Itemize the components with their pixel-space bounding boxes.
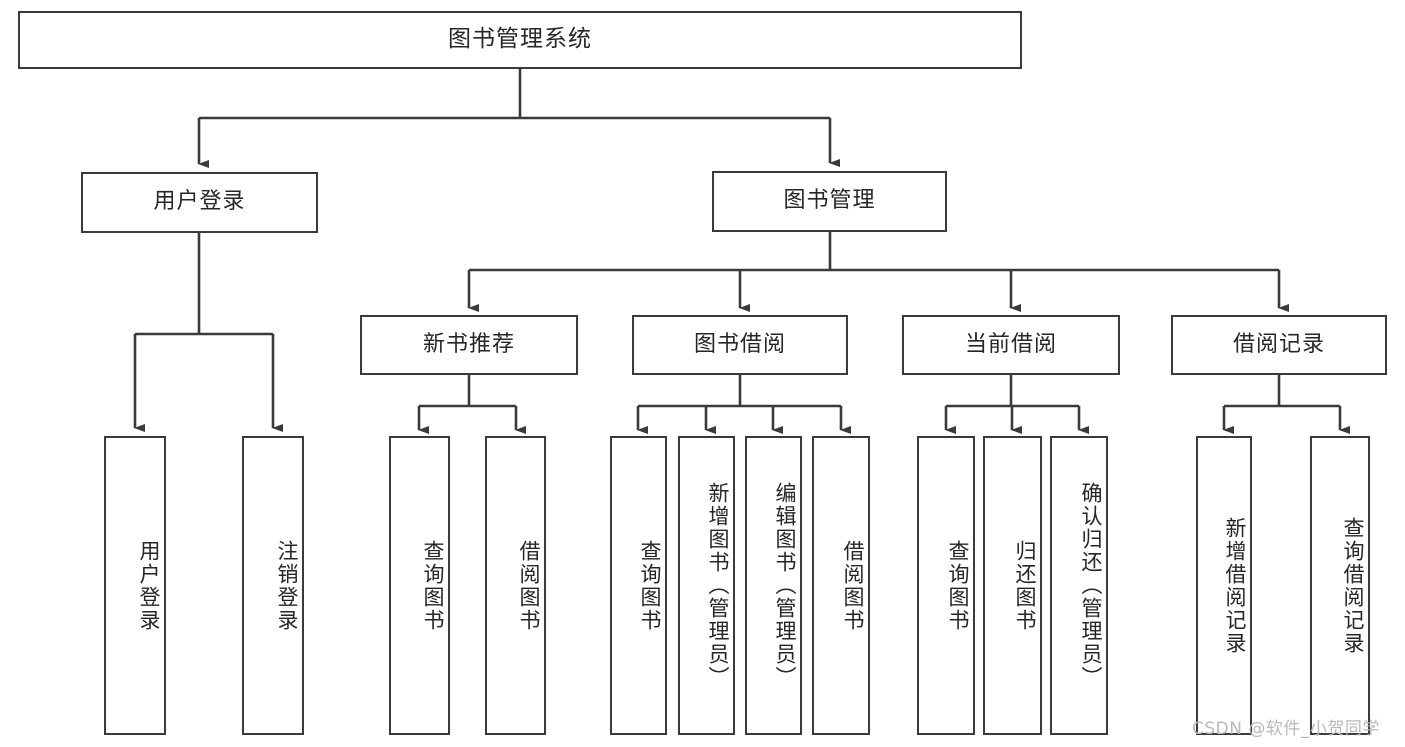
node-leaf-edit-book[interactable]: 编辑图书（管理员） [745, 436, 802, 735]
node-leaf-user-login-label: 用户登录 [137, 539, 161, 632]
node-leaf-add-record[interactable]: 新增借阅记录 [1196, 436, 1252, 735]
node-user-login[interactable]: 用户登录 [81, 172, 318, 233]
node-leaf-borrow-book-1-label: 借阅图书 [517, 539, 541, 632]
node-leaf-query-record-label: 查询借阅记录 [1341, 516, 1365, 655]
node-leaf-user-logout[interactable]: 注销登录 [242, 436, 304, 735]
node-leaf-borrow-book-1[interactable]: 借阅图书 [485, 436, 546, 735]
node-root-label: 图书管理系统 [448, 26, 592, 53]
node-leaf-add-record-label: 新增借阅记录 [1223, 516, 1247, 655]
node-leaf-query-book-2[interactable]: 查询图书 [610, 436, 667, 735]
node-leaf-borrow-book-2[interactable]: 借阅图书 [812, 436, 870, 735]
node-book-manage-label: 图书管理 [783, 188, 876, 214]
node-current-borrow-label: 当前借阅 [964, 331, 1057, 357]
node-leaf-return-book-label: 归还图书 [1013, 539, 1037, 632]
node-leaf-user-logout-label: 注销登录 [275, 539, 299, 632]
node-root[interactable]: 图书管理系统 [18, 11, 1022, 69]
node-leaf-confirm-return[interactable]: 确认归还（管理员） [1050, 436, 1108, 735]
node-book-borrow-label: 图书借阅 [693, 331, 786, 357]
node-leaf-query-book-1[interactable]: 查询图书 [389, 436, 450, 735]
node-leaf-query-record[interactable]: 查询借阅记录 [1310, 436, 1370, 735]
node-leaf-return-book[interactable]: 归还图书 [983, 436, 1042, 735]
node-leaf-borrow-book-2-label: 借阅图书 [841, 539, 865, 632]
node-current-borrow[interactable]: 当前借阅 [902, 315, 1120, 375]
node-user-login-label: 用户登录 [153, 189, 246, 215]
csdn-watermark: CSDN @软件_小贺同学 [1192, 719, 1380, 739]
node-leaf-edit-book-label: 编辑图书（管理员） [773, 482, 797, 689]
node-leaf-add-book-label: 新增图书（管理员） [706, 482, 730, 689]
node-leaf-user-login[interactable]: 用户登录 [104, 436, 166, 735]
node-borrow-record[interactable]: 借阅记录 [1171, 315, 1387, 375]
node-leaf-query-book-2-label: 查询图书 [638, 539, 662, 632]
node-new-book-rec[interactable]: 新书推荐 [360, 315, 578, 375]
node-leaf-confirm-return-label: 确认归还（管理员） [1079, 482, 1103, 689]
node-book-borrow[interactable]: 图书借阅 [632, 315, 848, 375]
node-leaf-query-book-3[interactable]: 查询图书 [917, 436, 975, 735]
node-leaf-add-book[interactable]: 新增图书（管理员） [678, 436, 735, 735]
node-leaf-query-book-3-label: 查询图书 [946, 539, 970, 632]
node-new-book-rec-label: 新书推荐 [422, 331, 515, 357]
node-book-manage[interactable]: 图书管理 [712, 171, 947, 232]
node-borrow-record-label: 借阅记录 [1232, 331, 1325, 357]
node-leaf-query-book-1-label: 查询图书 [421, 539, 445, 632]
